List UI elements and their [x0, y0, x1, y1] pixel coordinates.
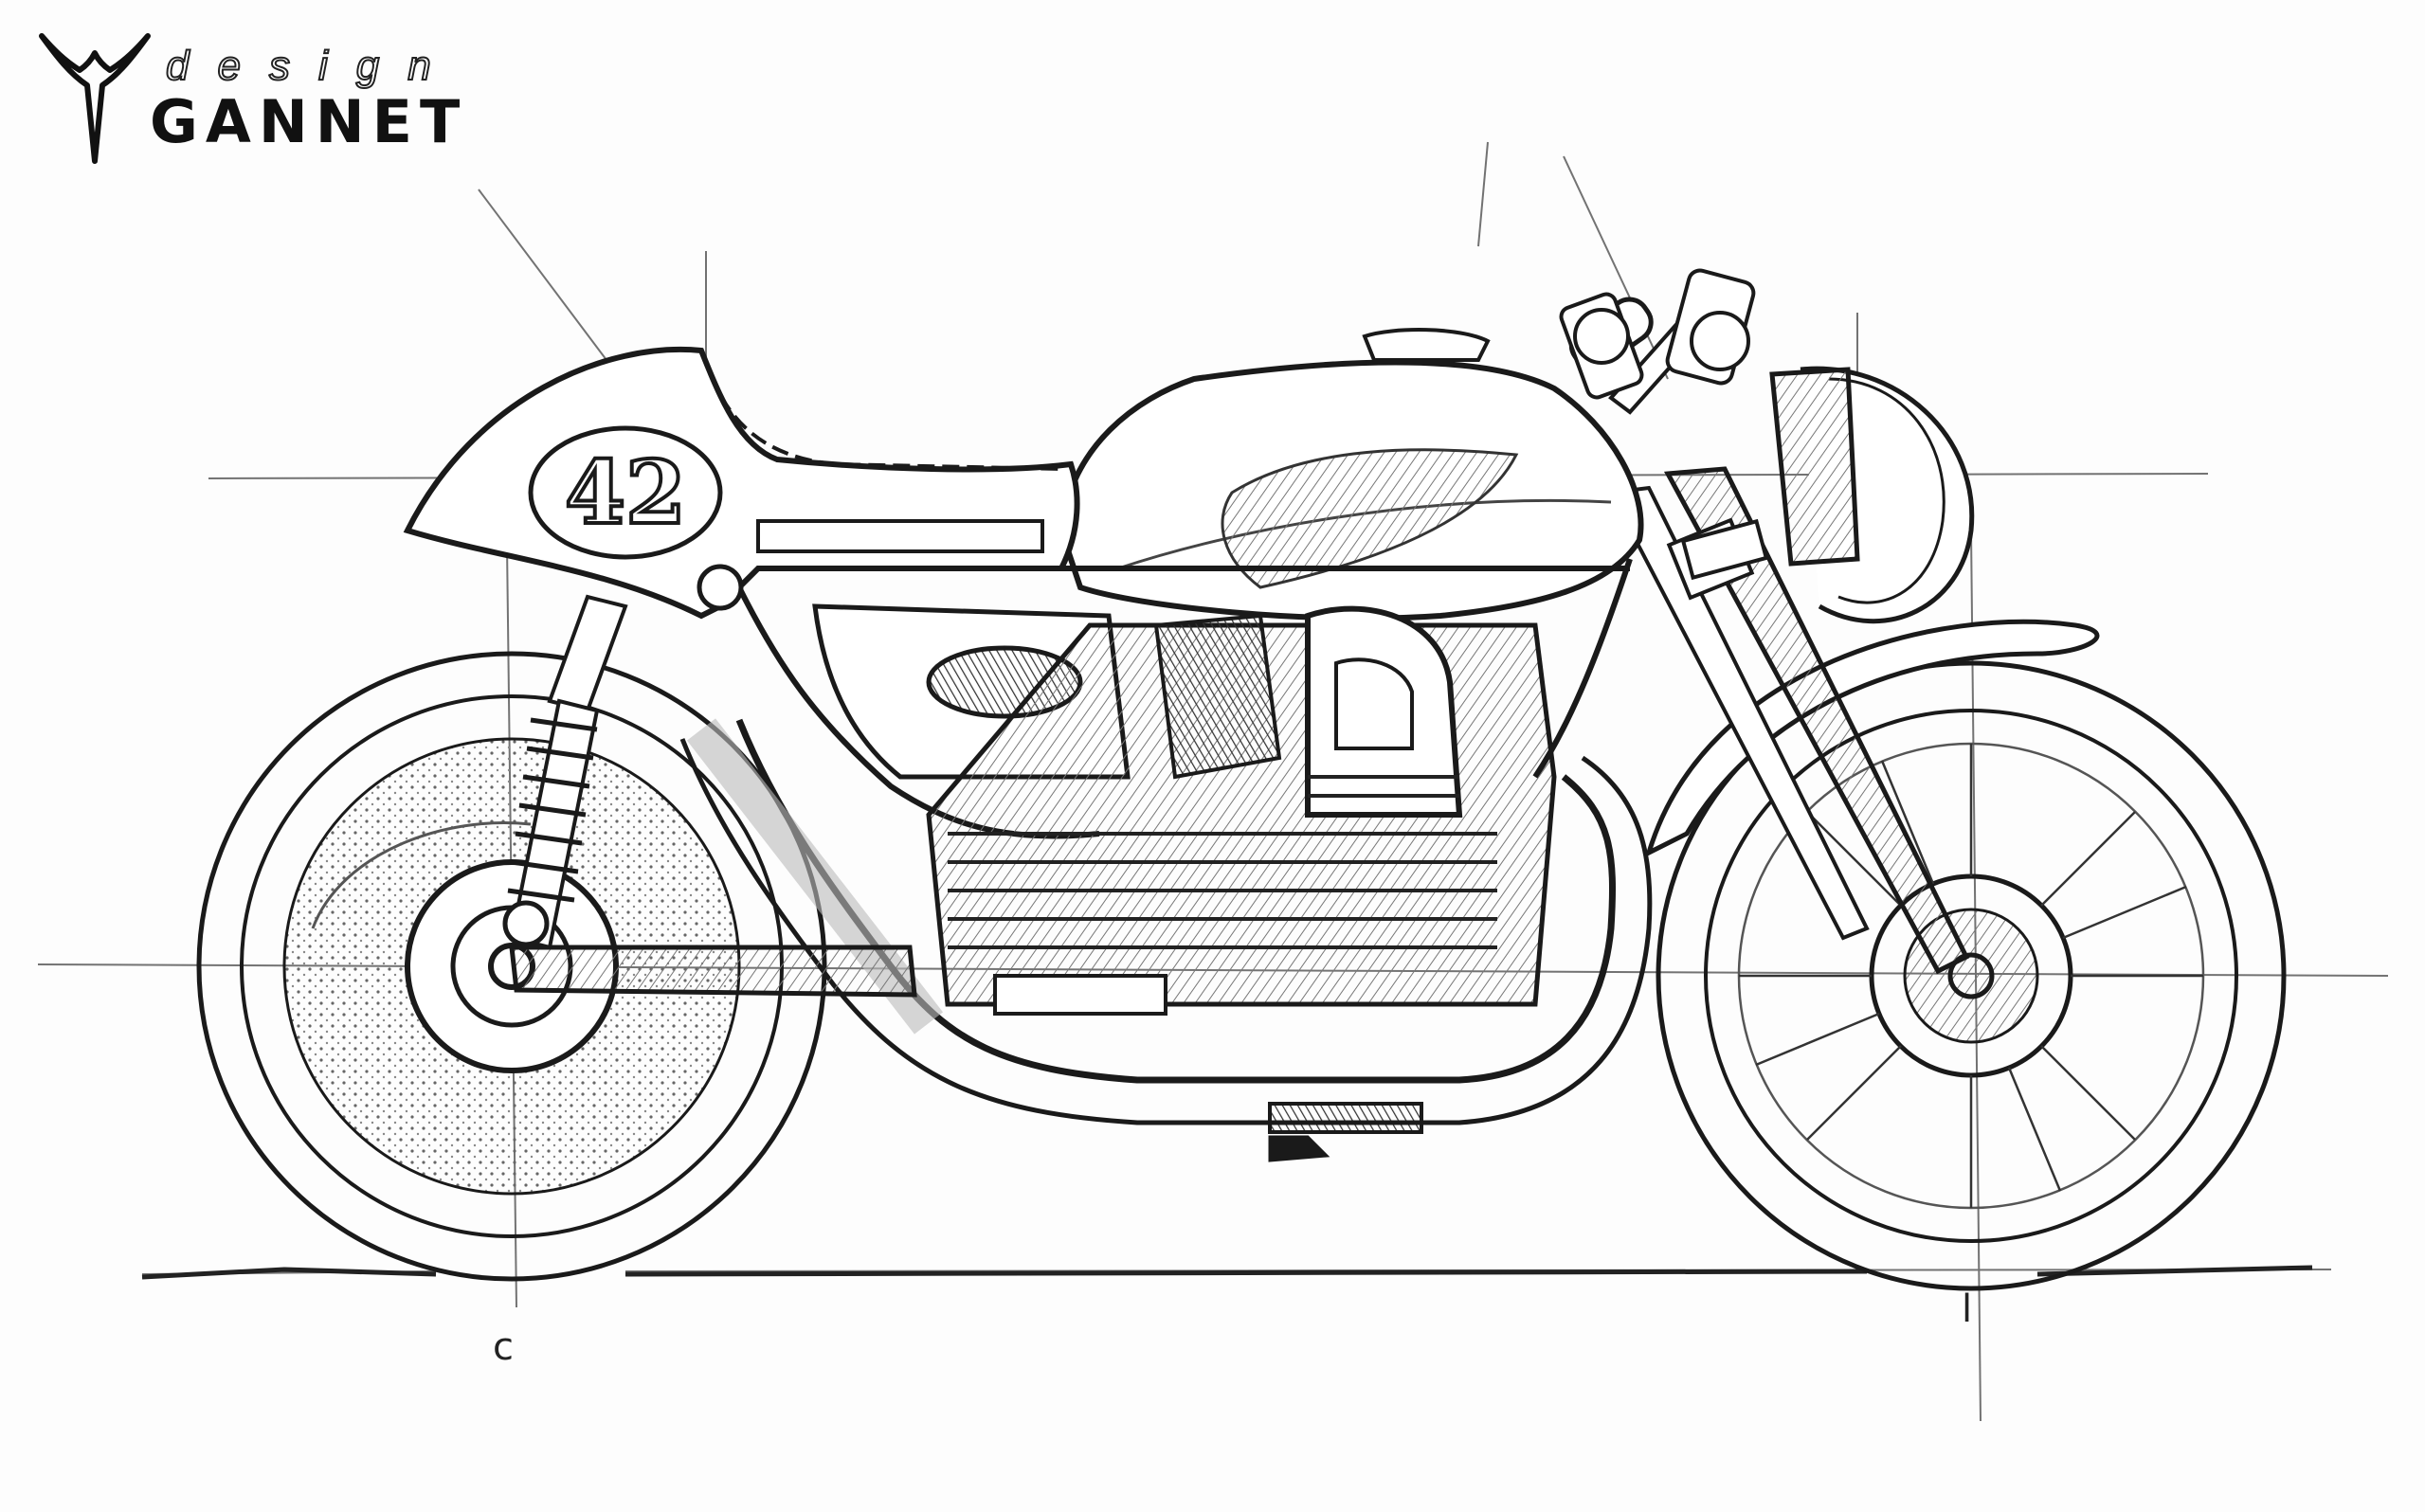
- sketch-mark-l: l: [1962, 1287, 1972, 1331]
- handlebars: [1559, 268, 1769, 581]
- brand-tagline: design: [165, 43, 460, 89]
- brand-name: GANNET: [150, 87, 468, 156]
- ground-shadow: [141, 1265, 2313, 1280]
- sketch-marks: c l: [493, 1287, 1972, 1369]
- gannet-bird-icon: [39, 33, 151, 164]
- race-number-plate: [528, 425, 723, 560]
- sketch-mark-c: c: [493, 1325, 514, 1369]
- headlight: [1769, 366, 1975, 624]
- fuel-tank: [1058, 328, 1644, 621]
- brand-logo: design GANNET: [38, 28, 531, 180]
- engine: [926, 605, 1557, 1134]
- seat-tail: 42: [403, 347, 1080, 620]
- kickstand: [1268, 1135, 1330, 1162]
- race-number: 42: [565, 441, 686, 544]
- swingarm: [509, 945, 917, 998]
- rear-shock: [502, 564, 744, 950]
